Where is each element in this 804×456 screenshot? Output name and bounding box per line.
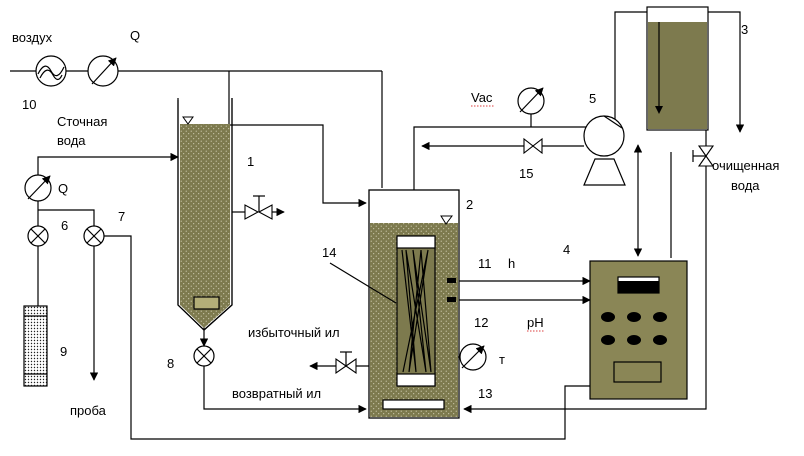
label-1: 1 (247, 154, 254, 169)
air-compressor (35, 55, 67, 87)
label-14: 14 (322, 245, 336, 260)
treated-water-valve (692, 145, 715, 167)
valve-15 (523, 137, 543, 155)
label-sample: проба (70, 403, 107, 418)
label-5: 5 (589, 91, 596, 106)
label-ph: pH (527, 315, 544, 330)
label-12: 12 (474, 315, 488, 330)
valve-7 (83, 225, 105, 247)
label-7: 7 (118, 209, 125, 224)
thermometer (458, 343, 487, 371)
treated-water-tank (646, 6, 709, 131)
label-6: 6 (61, 218, 68, 233)
label-q-water: Q (58, 181, 68, 196)
valve-6 (27, 225, 49, 247)
label-8: 8 (167, 356, 174, 371)
label-h: h (508, 256, 515, 271)
label-wastewater-2: вода (57, 133, 86, 148)
air-flow-meter (87, 55, 119, 87)
label-excess-sludge: избыточный ил (248, 325, 340, 340)
label-2: 2 (466, 197, 473, 212)
label-10: 10 (22, 97, 36, 112)
labels: воздух Q 10 Сточная вода Q 6 7 9 проба 8… (12, 22, 779, 418)
label-return-sludge: возвратный ил (232, 386, 321, 401)
label-15: 15 (519, 166, 533, 181)
label-vac: Vac (471, 90, 493, 105)
vacuum-gauge (517, 87, 545, 127)
vacuum-pump (583, 115, 626, 186)
label-3: 3 (741, 22, 748, 37)
sample-vessel (23, 305, 48, 387)
membrane-bioreactor (335, 189, 460, 419)
label-treated-2: вода (731, 178, 760, 193)
leader-14 (329, 262, 397, 304)
label-9: 9 (60, 344, 67, 359)
settler-tank (177, 98, 285, 331)
label-11: 11 (478, 256, 492, 271)
label-q-air: Q (130, 28, 140, 43)
label-13: 13 (478, 386, 492, 401)
valve-8 (193, 345, 215, 367)
label-air: воздух (12, 30, 53, 45)
water-flow-meter (24, 174, 52, 202)
label-wastewater-1: Сточная (57, 114, 107, 129)
controller-panel (589, 260, 688, 400)
label-treated-1: очищенная (712, 158, 779, 173)
label-4: 4 (563, 242, 570, 257)
label-t: т (499, 352, 505, 367)
